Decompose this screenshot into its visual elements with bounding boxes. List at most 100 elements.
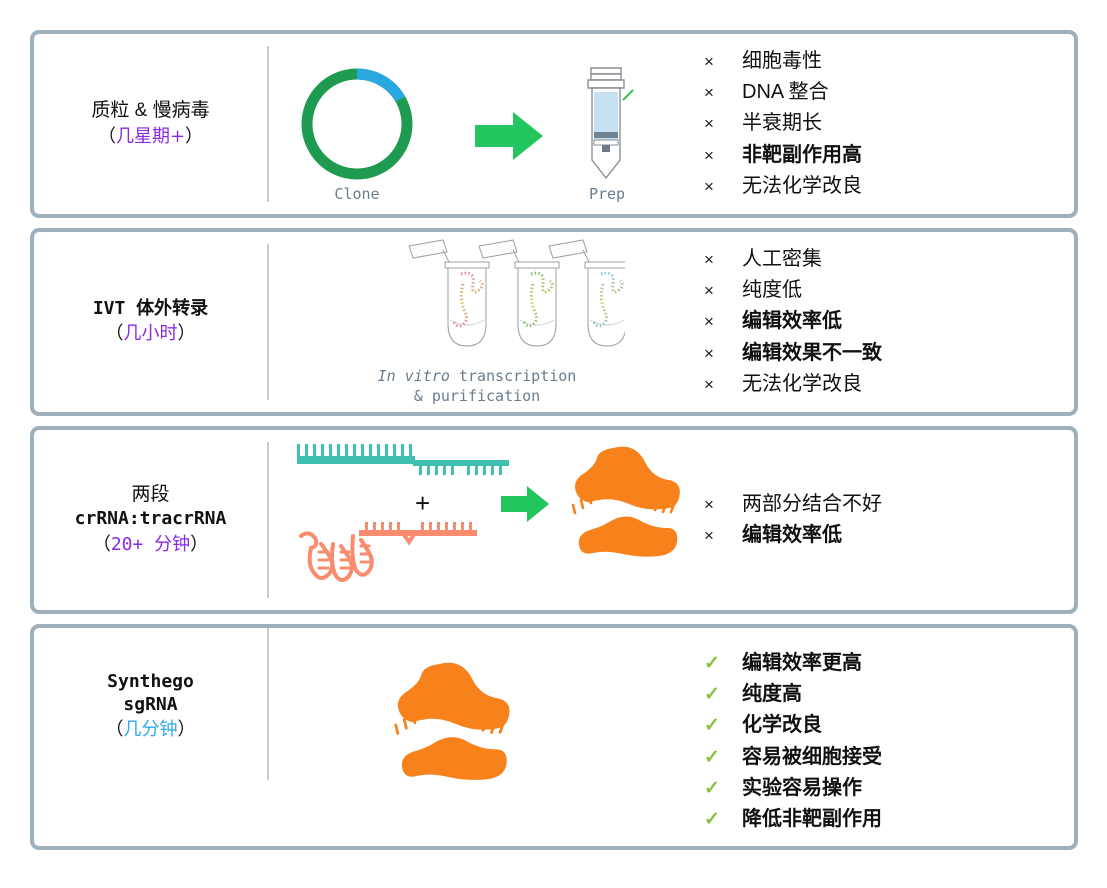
bullet-text: 非靶副作用高 (742, 143, 862, 166)
panel-1-title: 质粒 & 慢病毒 (91, 99, 210, 121)
panel-2-duration-open-paren: （ (105, 323, 124, 345)
bullet-text: 化学改良 (742, 714, 822, 737)
panel-plasmid-lentivirus: 质粒 & 慢病毒 （几星期+） (30, 30, 1078, 218)
arrow-right-icon (501, 486, 549, 522)
panel-4-title-line1: Synthego (107, 671, 194, 692)
cross-icon: × (704, 176, 714, 196)
bullet-item: × 纯度低 (704, 275, 1074, 306)
ivt-caption-italic: In vitro (377, 367, 450, 385)
bullet-text: 无法化学改良 (742, 372, 862, 395)
crrna-strand-icon (297, 444, 509, 475)
check-icon: ✓ (704, 808, 720, 830)
panel-4-duration-close-paren: ） (177, 719, 196, 741)
panel-2-label-column: IVT 体外转录 （几小时） (34, 232, 267, 412)
check-icon: ✓ (704, 653, 720, 674)
bullet-text: 编辑效率低 (742, 310, 842, 333)
panel-3-duration-close-paren: ） (190, 533, 209, 555)
bullet-text: 两部分结合不好 (742, 492, 882, 515)
panel-3-duration-value: 分钟 (154, 533, 191, 555)
microtube-prep-icon (587, 67, 634, 180)
comparison-figure: 质粒 & 慢病毒 （几星期+） (30, 30, 1078, 850)
bullet-text: 半衰期长 (742, 112, 822, 135)
panel-4-duration-value: 几分钟 (123, 719, 178, 741)
panel-4-title-line2: sgRNA (123, 694, 178, 716)
bullet-item: × 编辑效率低 (704, 520, 1074, 551)
bullet-item: × 编辑效率低 (704, 306, 1074, 337)
panel-2-duration: （几小时） (106, 322, 196, 346)
bullet-item: × 非靶副作用高 (704, 140, 1074, 171)
bullet-text: 纯度高 (742, 683, 802, 706)
cas9-rnp-complex-icon (568, 446, 681, 557)
cross-icon: × (704, 312, 714, 332)
panel-4-label-column: Synthego sgRNA （几分钟） (34, 628, 267, 888)
bullet-item: × 人工密集 (704, 244, 1074, 275)
panel-2-title: IVT 体外转录 (92, 298, 209, 320)
bullet-item: ✓ 纯度高 (704, 679, 1074, 710)
check-icon: ✓ (704, 715, 720, 737)
bullet-item: × 细胞毒性 (704, 46, 1074, 77)
bullet-item: ✓ 编辑效率更高 (704, 648, 1074, 679)
bullet-text: 细胞毒性 (742, 50, 822, 73)
ivt-caption-rest: transcription (449, 367, 577, 385)
panel-2-bullet-list: × 人工密集 × 纯度低 × 编辑效率低 × 编辑效果不一致 × 无法化学改良 (682, 232, 1074, 412)
panel-3-duration-open-paren: （ (92, 533, 111, 555)
panel-2-divider (267, 244, 269, 400)
bullet-text: 纯度低 (742, 279, 802, 302)
panel-1-label-column: 质粒 & 慢病毒 （几星期+） (34, 34, 267, 214)
cross-icon: × (704, 145, 714, 165)
bullet-item: ✓ 化学改良 (704, 710, 1074, 741)
check-icon: ✓ (704, 684, 720, 706)
bullet-text: 实验容易操作 (742, 776, 862, 799)
cross-icon: × (704, 343, 714, 363)
panel-1-illustration: Clone Prep (267, 34, 682, 214)
bullet-item: × DNA 整合 (704, 77, 1074, 108)
bullet-text: 无法化学改良 (742, 174, 862, 197)
bullet-text: 编辑效率更高 (742, 652, 862, 674)
cross-icon: × (704, 114, 714, 134)
bullet-item: × 半衰期长 (704, 108, 1074, 139)
bullet-text: 编辑效果不一致 (742, 341, 882, 364)
panel-3-duration: （20+ 分钟） (93, 533, 208, 557)
bullet-text: 容易被细胞接受 (742, 745, 882, 768)
panel-3-bullet-list: × 两部分结合不好 × 编辑效率低 (682, 430, 1074, 610)
bullet-item: ✓ 容易被细胞接受 (704, 742, 1074, 773)
panel-4-duration: （几分钟） (106, 718, 196, 742)
panel-4-bullet-list: ✓ 编辑效率更高 ✓ 纯度高 ✓ 化学改良 ✓ 容易被细胞接受 ✓ 实验容易操作… (682, 628, 1074, 846)
cross-icon: × (704, 494, 714, 514)
panel-4-illustration (267, 628, 682, 846)
ivt-caption-line1: In vitro transcription (277, 366, 677, 386)
ivt-caption-line2: & purification (413, 387, 541, 405)
panel-3-duration-number: 20+ (110, 533, 155, 555)
panel-3-title-line1: 两段 (131, 484, 170, 506)
panel-1-duration-open-paren: （ (97, 126, 116, 147)
bullet-item: × 编辑效果不一致 (704, 338, 1074, 369)
panel-2-duration-close-paren: ） (177, 323, 196, 345)
panel-ivt: IVT 体外转录 （几小时） (30, 228, 1078, 416)
bullet-text: 编辑效率低 (742, 524, 842, 546)
check-icon: ✓ (704, 746, 720, 768)
bullet-item: ✓ 实验容易操作 (704, 773, 1074, 804)
bullet-item: × 两部分结合不好 (704, 489, 1074, 520)
panel-3-divider (267, 442, 269, 598)
panel-4-divider (267, 628, 269, 780)
panel-3-illustration: + (267, 430, 682, 610)
tracrrna-strand-icon (299, 522, 477, 582)
prep-caption: Prep (588, 185, 626, 203)
plus-symbol: + (415, 488, 431, 518)
check-icon: ✓ (704, 777, 720, 799)
cross-icon: × (704, 83, 714, 103)
panel-1-duration-close-paren: ） (185, 126, 204, 147)
sgrna-rnp-complex-icon (390, 662, 511, 780)
bullet-item: ✓ 降低非靶副作用 (704, 804, 1074, 835)
bullet-text: 人工密集 (742, 248, 822, 271)
bullet-item: × 无法化学改良 (704, 369, 1074, 400)
panel-crrna-tracrrna: 两段 crRNA:tracrRNA （20+ 分钟） (30, 426, 1078, 614)
panel-2-duration-value: 几小时 (123, 323, 178, 345)
cross-icon: × (704, 374, 714, 394)
panel-3-title-line2: crRNA:tracrRNA (74, 508, 227, 530)
panel-1-duration-value: 几星期+ (115, 126, 186, 147)
panel-1-duration: （几星期+） (98, 125, 203, 149)
arrow-right-icon (475, 112, 543, 160)
panel-3-label-column: 两段 crRNA:tracrRNA （20+ 分钟） (34, 430, 267, 610)
cross-icon: × (704, 281, 714, 301)
